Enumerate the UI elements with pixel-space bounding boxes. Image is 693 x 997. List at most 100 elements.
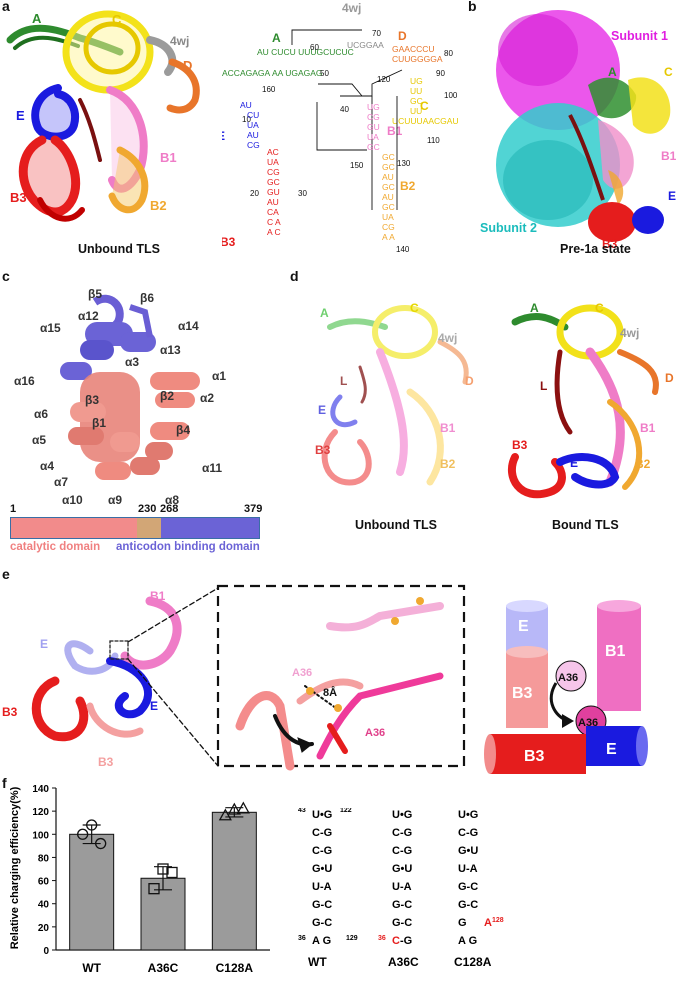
catalytic-segment bbox=[11, 518, 137, 538]
svg-text:A A: A A bbox=[382, 232, 395, 242]
y-tick-label: 80 bbox=[38, 853, 50, 864]
c-label-a4: α4 bbox=[40, 459, 54, 473]
panel-label-c: c bbox=[2, 268, 10, 284]
ss-label-B2: B2 bbox=[400, 179, 416, 193]
svg-text:UA: UA bbox=[267, 157, 279, 167]
y-tick-label: 40 bbox=[38, 900, 50, 911]
panel-label-d: d bbox=[290, 268, 299, 284]
svg-text:C A: C A bbox=[267, 217, 281, 227]
schem-B3-top: B3 bbox=[512, 685, 533, 702]
svg-text:GU: GU bbox=[267, 187, 280, 197]
base-pair: C-G bbox=[312, 845, 332, 857]
ss-label-B1: B1 bbox=[387, 124, 403, 138]
c-label-b5: β5 bbox=[88, 287, 102, 301]
ss-num-50: 50 bbox=[320, 69, 329, 78]
svg-text:UA: UA bbox=[247, 120, 259, 130]
ss-label-A: A bbox=[272, 31, 281, 45]
structure-label-wt: WT bbox=[308, 955, 327, 969]
ss-num-150: 150 bbox=[350, 161, 364, 170]
point-wt bbox=[86, 819, 98, 831]
c-label-a10: α10 bbox=[62, 493, 83, 507]
ss-seqA2: AU CUCU UUUGCUCUC bbox=[257, 47, 354, 57]
bar-c128a bbox=[211, 811, 257, 951]
svg-text:UA: UA bbox=[382, 212, 394, 222]
ss-label-B3: B3 bbox=[222, 235, 236, 249]
svg-text:UU: UU bbox=[410, 106, 422, 116]
base-pair: G-C bbox=[458, 899, 478, 911]
a3d-label-D: D bbox=[183, 58, 192, 73]
schem-A36-top: A36 bbox=[558, 672, 578, 684]
d-unbound-4wj: 4wj bbox=[438, 331, 457, 345]
d-bound-C: C bbox=[595, 301, 604, 315]
c-label-a2: α2 bbox=[200, 391, 214, 405]
a3d-label-B1: B1 bbox=[160, 150, 177, 165]
point-wt bbox=[95, 837, 107, 850]
svg-text:GC: GC bbox=[410, 96, 423, 106]
e-zoom-distance: 8Å bbox=[323, 686, 337, 699]
d-bound-B3: B3 bbox=[512, 438, 528, 452]
ss-num-60: 60 bbox=[310, 43, 319, 52]
d-unbound-A: A bbox=[320, 306, 329, 320]
base-pair: C-G bbox=[392, 845, 412, 857]
c-label-a8: α8 bbox=[165, 493, 179, 507]
d-bound-A: A bbox=[530, 301, 539, 315]
base-pair: U-A bbox=[392, 881, 412, 893]
e-label-B1: B1 bbox=[150, 589, 166, 603]
panel-a-structure: A C 4wj D E B1 B3 B2 bbox=[6, 10, 200, 222]
base-pair: G•U bbox=[458, 845, 478, 857]
b-label-B3: B3 bbox=[602, 237, 618, 251]
d-unbound-B3: B3 bbox=[315, 443, 331, 457]
mutated-base: A bbox=[484, 917, 492, 929]
base-pair: U•G bbox=[392, 809, 412, 821]
point-a36c bbox=[166, 866, 178, 879]
svg-text:GU: GU bbox=[367, 122, 380, 132]
bar-tick-1: 1 bbox=[10, 503, 17, 515]
e-label-B3-light: B3 bbox=[98, 755, 114, 769]
base-pair: U-A bbox=[458, 863, 478, 875]
panel-label-a: a bbox=[2, 0, 10, 14]
ss-num-70: 70 bbox=[372, 29, 381, 38]
d-unbound-E: E bbox=[318, 403, 326, 417]
svg-text:UU: UU bbox=[410, 86, 422, 96]
base-pair: U•G bbox=[312, 809, 332, 821]
base-pair: G•U bbox=[312, 863, 332, 875]
num-bottom-left: 36 bbox=[378, 935, 386, 942]
d-bound-D: D bbox=[665, 371, 674, 385]
e-zoom-A36-top: A36 bbox=[292, 667, 312, 679]
d-unbound-D: D bbox=[465, 374, 474, 388]
e-zoom-box bbox=[216, 584, 466, 768]
c-label-a11: α11 bbox=[202, 461, 222, 475]
a3d-label-4wj: 4wj bbox=[170, 34, 189, 48]
panel-e: B1 E B3 E B3 A36 8Å A36 bbox=[2, 584, 648, 774]
base-pair: G-C bbox=[312, 917, 332, 929]
base-pair: G-C bbox=[392, 899, 412, 911]
num-top-right: 122 bbox=[340, 808, 352, 814]
svg-text:CG: CG bbox=[267, 167, 280, 177]
ss-num-140: 140 bbox=[396, 245, 410, 254]
c-label-a3: α3 bbox=[125, 355, 139, 369]
c-label-a9: α9 bbox=[108, 493, 122, 507]
ss-seqA1: ACCAGAGA bbox=[222, 68, 271, 78]
d-bound-E: E bbox=[570, 456, 578, 470]
ss-num-130: 130 bbox=[397, 159, 411, 168]
a3d-label-B3: B3 bbox=[10, 190, 27, 205]
svg-text:CG: CG bbox=[247, 140, 260, 150]
svg-text:UG: UG bbox=[367, 102, 380, 112]
point-c128a bbox=[218, 808, 232, 821]
panel-f-chart: Relative charging efficiency(%) 02040608… bbox=[9, 784, 270, 975]
d-unbound-B2: B2 bbox=[440, 457, 456, 471]
y-tick-label: 60 bbox=[38, 877, 50, 888]
ss-num-80: 80 bbox=[444, 49, 453, 58]
ss-seq4wj: UCGGAA bbox=[347, 40, 384, 50]
point-a36c bbox=[148, 883, 160, 895]
y-tick-label: 20 bbox=[38, 923, 50, 934]
panel-label-f: f bbox=[2, 775, 7, 791]
c-label-a14: α14 bbox=[178, 319, 199, 333]
ss-num-90: 90 bbox=[436, 69, 445, 78]
e-label-B3: B3 bbox=[2, 705, 18, 719]
base-pair: C-G bbox=[458, 827, 478, 839]
base-pair: U•G bbox=[458, 809, 478, 821]
base-pair: U-A bbox=[312, 881, 332, 893]
panel-label-b: b bbox=[468, 0, 477, 14]
a3d-label-B2: B2 bbox=[150, 198, 167, 213]
